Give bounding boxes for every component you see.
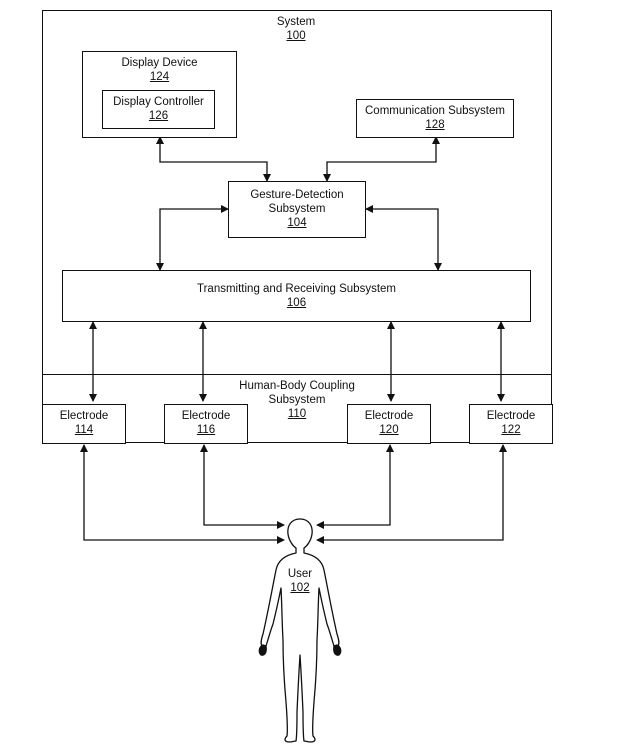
right-hand [333,644,342,656]
gesture-label: Gesture-Detection Subsystem 104 [228,188,366,230]
display-device-number: 124 [149,71,170,83]
electrode-114-number: 114 [74,424,94,436]
transceiver-title: Transmitting and Receiving Subsystem [197,283,396,295]
coupling-title-line1: Human-Body Coupling [239,380,355,392]
gesture-transceiver-right-connector [365,205,442,271]
communication-box [356,99,514,138]
coupling-number: 110 [287,408,307,420]
gesture-title-line2: Subsystem [268,203,326,215]
gesture-number: 104 [287,217,307,229]
electrode-114-label: Electrode 114 [42,409,126,437]
electrode-116-number: 116 [196,424,216,436]
gesture-title-line1: Gesture-Detection [250,189,344,201]
display-controller-box [102,90,215,129]
system-label: System 100 [246,15,346,43]
user-label: User 102 [270,567,330,595]
display-gesture-connector [156,136,271,182]
coupling-label: Human-Body Coupling Subsystem 110 [217,379,377,421]
display-controller-number: 126 [148,110,169,122]
electrode-120-number: 120 [379,424,399,436]
communication-number: 128 [425,119,445,131]
system-title: System [276,16,316,28]
transceiver-number: 106 [286,297,307,309]
electrode-114-user-connector [80,444,285,544]
gesture-transceiver-left-connector [156,205,229,271]
transceiver-label: Transmitting and Receiving Subsystem 106 [62,282,531,310]
transceiver-box [62,270,531,322]
electrode-114-box [42,404,126,444]
left-hand [258,644,267,656]
display-controller-label: Display Controller 126 [102,95,215,123]
electrode-116-user-connector [200,444,285,529]
electrode-116-box [164,404,248,444]
electrode-116-label: Electrode 116 [164,409,248,437]
gesture-box [228,181,366,238]
communication-gesture-connector [323,136,440,182]
electrode-122-user-connector [316,444,507,544]
electrode-120-user-connector [316,444,394,529]
user-number: 102 [290,582,310,594]
communication-label: Communication Subsystem 128 [356,104,514,132]
electrode-122-number: 122 [501,424,521,436]
display-device-title: Display Device [121,57,198,69]
communication-title: Communication Subsystem [365,105,505,117]
electrode-114-title: Electrode [59,410,109,422]
electrode-122-title: Electrode [486,410,536,422]
user-figure [258,518,342,743]
electrode-120-box [347,404,431,444]
electrode-122-box [469,404,553,444]
display-controller-title: Display Controller [113,96,204,108]
electrode-120-label: Electrode 120 [347,409,431,437]
electrode-120-title: Electrode [364,410,414,422]
user-title: User [287,568,313,580]
display-device-label: Display Device 124 [82,56,237,84]
coupling-title-line2: Subsystem [268,394,326,406]
electrode-122-label: Electrode 122 [469,409,553,437]
system-number: 100 [286,30,306,42]
electrode-116-title: Electrode [181,410,231,422]
